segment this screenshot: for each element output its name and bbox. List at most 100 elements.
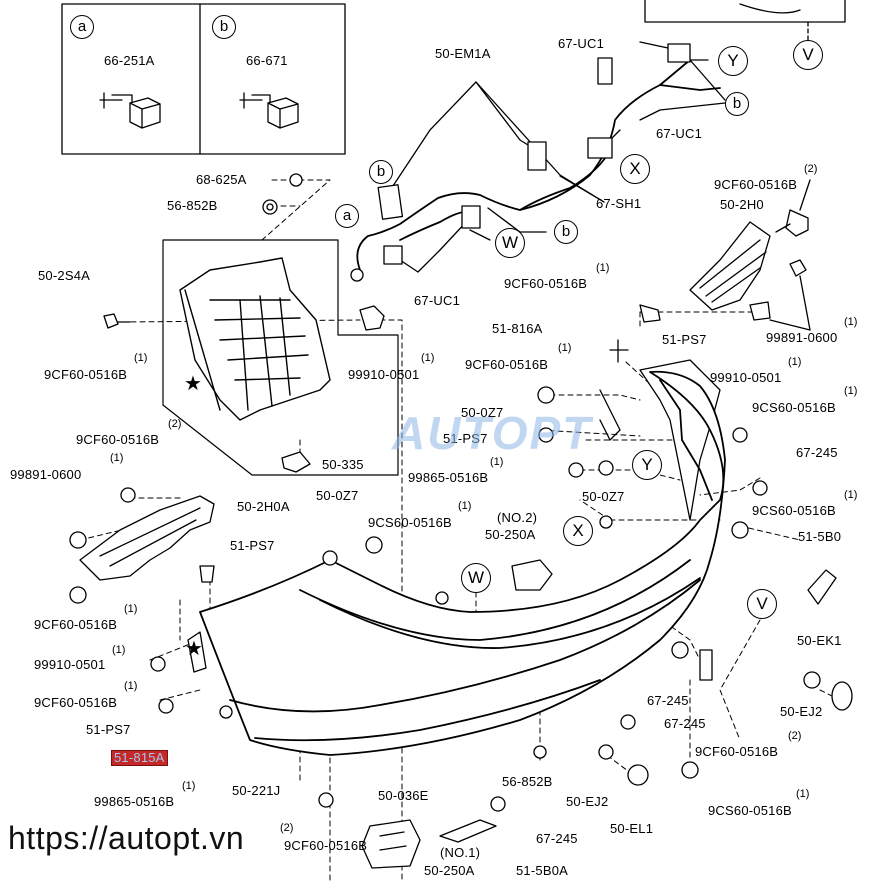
inset-box bbox=[61, 3, 346, 155]
callout-x-mid: X bbox=[563, 516, 593, 546]
qty-cf-mid: (1) bbox=[558, 342, 572, 354]
qty-cf-left2: (2) bbox=[168, 418, 182, 430]
label-50-250a-bottom: 50-250A bbox=[424, 863, 475, 878]
callout-b-left: b bbox=[369, 160, 393, 184]
qty-99865-l: (1) bbox=[182, 780, 196, 792]
qty-cs-right2: (1) bbox=[844, 489, 858, 501]
qty-99910-a: (1) bbox=[421, 352, 435, 364]
label-9cs60-right2: 9CS60-0516B bbox=[752, 503, 836, 518]
label-67-245-r: 67-245 bbox=[796, 445, 838, 460]
star-icon-2: ★ bbox=[185, 638, 204, 660]
qty-99865-mid: (1) bbox=[490, 456, 504, 468]
label-51-ps7-r: 51-PS7 bbox=[662, 332, 707, 347]
label-no2: (NO.2) bbox=[497, 510, 538, 525]
label-9cf60-bot-r: 9CF60-0516B bbox=[695, 744, 779, 759]
label-67-uc1-top: 67-UC1 bbox=[558, 36, 604, 51]
callout-a-inset: a bbox=[70, 15, 94, 39]
qty-cf-right-top: (2) bbox=[804, 163, 818, 175]
callout-w-mid: W bbox=[461, 563, 491, 593]
label-67-245-c: 67-245 bbox=[536, 831, 578, 846]
label-99891-r: 99891-0600 bbox=[766, 330, 838, 345]
qty-cs-mid: (1) bbox=[458, 500, 472, 512]
bracket-50-2s4a bbox=[179, 257, 331, 421]
label-9cf60-left3: 9CF60-0516B bbox=[34, 617, 118, 632]
label-50-036e: 50-036E bbox=[378, 788, 429, 803]
label-56-852b: 56-852B bbox=[167, 198, 218, 213]
label-51-ps7-l2: 51-PS7 bbox=[86, 722, 131, 737]
label-99865-mid: 99865-0516B bbox=[408, 470, 489, 485]
label-99910-l: 99910-0501 bbox=[34, 657, 106, 672]
callout-x-top: X bbox=[620, 154, 650, 184]
callout-b-mid: b bbox=[554, 220, 578, 244]
label-9cf60-bottom-l: 9CF60-0516B bbox=[284, 838, 368, 853]
label-67-245-b: 67-245 bbox=[664, 716, 706, 731]
label-51-ps7-mid: 51-PS7 bbox=[443, 431, 488, 446]
label-67-245-a: 67-245 bbox=[647, 693, 689, 708]
label-9cs60-right1: 9CS60-0516B bbox=[752, 400, 836, 415]
label-51-816a: 51-816A bbox=[492, 321, 543, 336]
part-66-671: 66-671 bbox=[246, 53, 288, 68]
label-50-221j: 50-221J bbox=[232, 783, 281, 798]
label-9cs60-bot: 9CS60-0516B bbox=[708, 803, 792, 818]
label-9cf60-right2: 9CF60-0516B bbox=[504, 276, 588, 291]
qty-99891-l: (1) bbox=[110, 452, 124, 464]
callout-v-top: V bbox=[793, 40, 823, 70]
label-51-ps7-l: 51-PS7 bbox=[230, 538, 275, 553]
part-66-251a: 66-251A bbox=[104, 53, 155, 68]
qty-cs-right1: (1) bbox=[844, 385, 858, 397]
label-51-5b0a: 51-5B0A bbox=[516, 863, 568, 878]
label-50-250a-top: 50-250A bbox=[485, 527, 536, 542]
callout-w-top: W bbox=[495, 228, 525, 258]
label-99910-r: 99910-0501 bbox=[710, 370, 782, 385]
source-url[interactable]: https://autopt.vn bbox=[8, 820, 245, 856]
bracket-50-2h0 bbox=[639, 179, 811, 331]
label-50-0z7-r: 50-0Z7 bbox=[582, 489, 625, 504]
qty-cf-left4: (1) bbox=[124, 680, 138, 692]
qty-cf-bottom-l: (2) bbox=[280, 822, 294, 834]
qty-99910-r: (1) bbox=[788, 356, 802, 368]
label-68-625a: 68-625A bbox=[196, 172, 247, 187]
label-9cs60-mid: 9CS60-0516B bbox=[368, 515, 452, 530]
callout-y-top: Y bbox=[718, 46, 748, 76]
callout-b-inset: b bbox=[212, 15, 236, 39]
label-50-335: 50-335 bbox=[322, 457, 364, 472]
label-99865-l: 99865-0516B bbox=[94, 794, 175, 809]
top-right-inset bbox=[644, 0, 846, 23]
label-99891-l: 99891-0600 bbox=[10, 467, 82, 482]
qty-cf-left1: (1) bbox=[134, 352, 148, 364]
qty-cf-bot-r: (2) bbox=[788, 730, 802, 742]
label-67-sh1: 67-SH1 bbox=[596, 196, 642, 211]
label-50-ek1: 50-EK1 bbox=[797, 633, 842, 648]
star-icon: ★ bbox=[184, 373, 203, 395]
qty-cf-right2: (1) bbox=[596, 262, 610, 274]
label-9cf60-mid: 9CF60-0516B bbox=[465, 357, 549, 372]
label-50-0z7-l: 50-0Z7 bbox=[316, 488, 359, 503]
label-51-815a-highlighted: 51-815A bbox=[111, 750, 168, 766]
qty-99910-l: (1) bbox=[112, 644, 126, 656]
label-51-5b0: 51-5B0 bbox=[798, 529, 842, 544]
watermark-text: AUTOPT bbox=[392, 407, 593, 459]
label-9cf60-right-top: 9CF60-0516B bbox=[714, 177, 798, 192]
label-99910-a: 99910-0501 bbox=[348, 367, 420, 382]
label-50-el1: 50-EL1 bbox=[610, 821, 654, 836]
label-67-uc1-mid: 67-UC1 bbox=[414, 293, 460, 308]
label-9cf60-left4: 9CF60-0516B bbox=[34, 695, 118, 710]
qty-cf-left3: (1) bbox=[124, 603, 138, 615]
qty-99891-r: (1) bbox=[844, 316, 858, 328]
label-50-em1a: 50-EM1A bbox=[435, 46, 491, 61]
label-50-2s4a: 50-2S4A bbox=[38, 268, 90, 283]
label-50-0z7-mid: 50-0Z7 bbox=[461, 405, 504, 420]
callout-b-right: b bbox=[725, 92, 749, 116]
label-50-ej2-r: 50-EJ2 bbox=[780, 704, 823, 719]
qty-cs-bot: (1) bbox=[796, 788, 810, 800]
label-9cf60-left2: 9CF60-0516B bbox=[76, 432, 160, 447]
callout-a: a bbox=[335, 204, 359, 228]
clip-66-671 bbox=[239, 92, 299, 129]
bracket-box bbox=[162, 239, 399, 476]
callout-v-mid: V bbox=[747, 589, 777, 619]
label-50-ej2-b: 50-EJ2 bbox=[566, 794, 609, 809]
callout-y-mid: Y bbox=[632, 450, 662, 480]
clip-66-251a bbox=[99, 92, 161, 129]
